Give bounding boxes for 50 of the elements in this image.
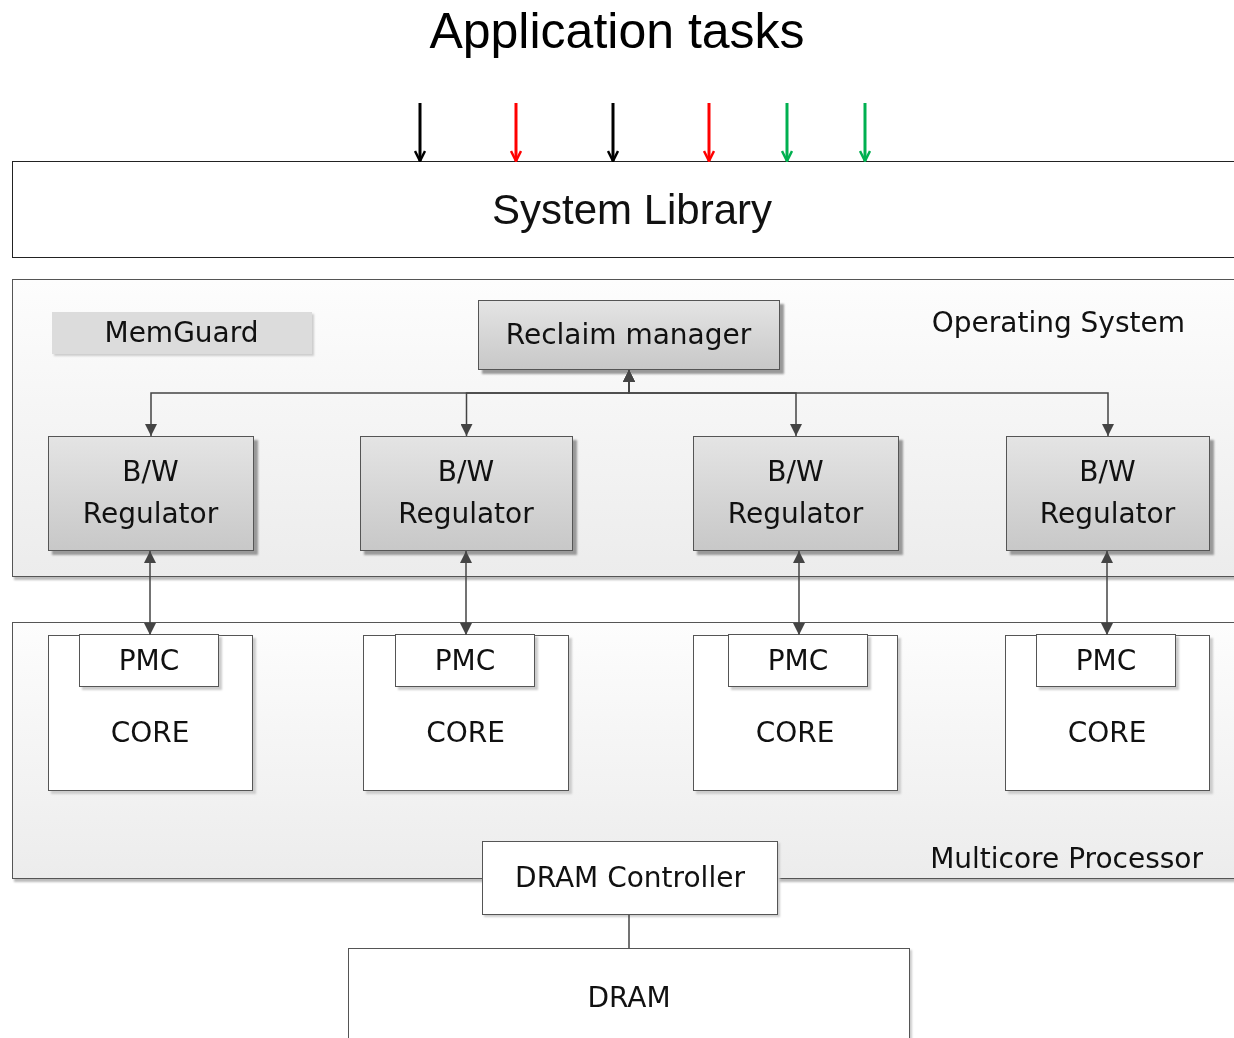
module-box bbox=[47, 435, 254, 551]
box-label: CORE bbox=[755, 714, 835, 751]
core-box bbox=[692, 634, 898, 791]
module-box bbox=[359, 435, 573, 551]
box-label: CORE bbox=[1067, 714, 1147, 751]
arrow bbox=[1101, 550, 1113, 636]
counter-box bbox=[1036, 634, 1176, 687]
arrow bbox=[509, 103, 523, 163]
core-box bbox=[47, 634, 253, 791]
arrow bbox=[606, 103, 620, 163]
module-box bbox=[692, 435, 899, 551]
box-label: B/W Regulator bbox=[81, 454, 220, 532]
box-label: CORE bbox=[426, 714, 505, 751]
module-box bbox=[1005, 435, 1210, 551]
counter-box bbox=[395, 634, 535, 687]
core-box bbox=[362, 634, 569, 791]
module-box bbox=[477, 299, 780, 370]
library-box bbox=[12, 161, 1234, 258]
arrow bbox=[413, 103, 427, 163]
box-label: DRAM Controller bbox=[515, 860, 745, 896]
box-label: B/W Regulator bbox=[726, 454, 865, 532]
box-label: B/W Regulator bbox=[1038, 454, 1177, 532]
core-box bbox=[1004, 634, 1210, 791]
connector-line bbox=[628, 914, 630, 949]
arrow bbox=[793, 550, 805, 636]
box-label: PMC bbox=[434, 642, 496, 679]
arrow bbox=[702, 103, 716, 163]
component-box bbox=[482, 841, 778, 915]
counter-box bbox=[728, 634, 868, 687]
arrow bbox=[623, 369, 1114, 437]
arrow bbox=[780, 103, 794, 163]
diagram-title: Application tasks bbox=[429, 2, 805, 60]
layer-label: Operating System bbox=[931, 305, 1185, 341]
arrow bbox=[460, 550, 472, 636]
arrow bbox=[858, 103, 872, 163]
box-label: System Library bbox=[491, 185, 773, 235]
layer-panel bbox=[12, 279, 1234, 577]
layer-label: Multicore Processor bbox=[930, 841, 1203, 877]
box-label: B/W Regulator bbox=[397, 454, 535, 532]
box-label: Reclaim manager bbox=[505, 316, 752, 353]
box-label: MemGuard bbox=[104, 314, 259, 351]
box-label: CORE bbox=[110, 714, 190, 751]
arrow bbox=[144, 550, 156, 636]
box-label: PMC bbox=[118, 642, 180, 679]
component-box bbox=[348, 948, 910, 1038]
module-tag bbox=[51, 311, 312, 354]
box-label: PMC bbox=[1075, 642, 1137, 679]
box-label: DRAM bbox=[587, 980, 671, 1016]
counter-box bbox=[79, 634, 219, 687]
box-label: PMC bbox=[767, 642, 829, 679]
